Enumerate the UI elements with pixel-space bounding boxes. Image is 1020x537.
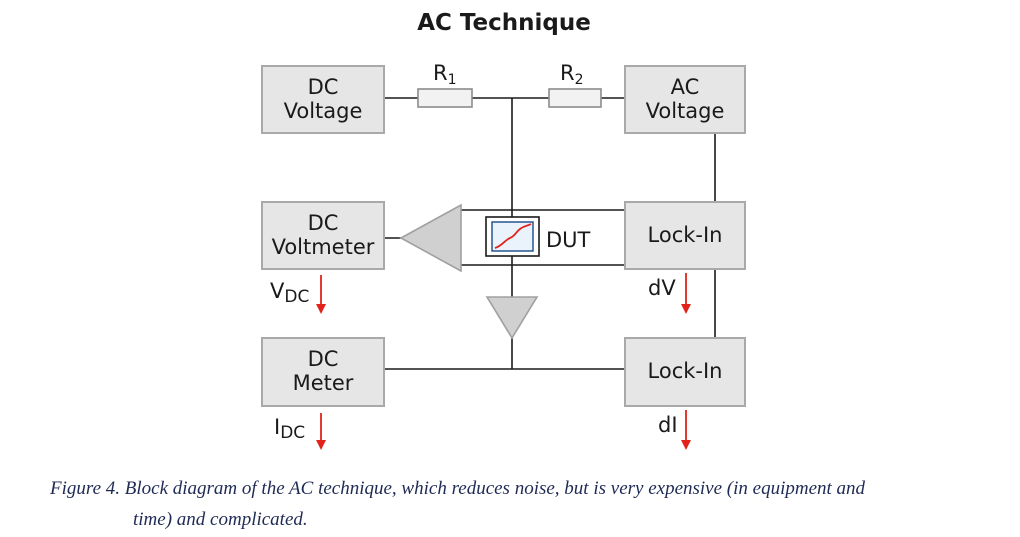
svg-text:Lock-In: Lock-In bbox=[648, 223, 723, 247]
svg-text:Voltage: Voltage bbox=[646, 99, 725, 123]
wiring bbox=[384, 97, 716, 370]
svg-text:DC: DC bbox=[308, 75, 339, 99]
vdc-output: VDC bbox=[270, 275, 326, 314]
lock-in-bottom-block: Lock-In bbox=[624, 337, 746, 407]
arrow-down-icon bbox=[681, 304, 691, 314]
arrow-down-icon bbox=[316, 440, 326, 450]
voltage-amplifier-icon bbox=[399, 203, 462, 273]
svg-text:dI: dI bbox=[658, 413, 678, 437]
arrow-down-icon bbox=[681, 440, 691, 450]
svg-text:AC: AC bbox=[671, 75, 700, 99]
svg-text:DC: DC bbox=[308, 211, 339, 235]
dut-component: DUT bbox=[485, 216, 591, 257]
current-amplifier-icon bbox=[485, 296, 539, 340]
resistor-r1 bbox=[417, 88, 473, 108]
caption-line-2: time) and complicated. bbox=[133, 509, 308, 530]
svg-text:Voltage: Voltage bbox=[284, 99, 363, 123]
arrow-down-icon bbox=[316, 304, 326, 314]
svg-text:IDC: IDC bbox=[274, 415, 305, 443]
svg-text:Voltmeter: Voltmeter bbox=[272, 235, 375, 259]
dc-voltage-block: DC Voltage bbox=[261, 65, 385, 134]
dc-voltmeter-block: DC Voltmeter bbox=[261, 201, 385, 270]
dut-label: DUT bbox=[546, 228, 591, 252]
ac-voltage-block: AC Voltage bbox=[624, 65, 746, 134]
block-diagram: AC Technique R1 R2 DC Voltage AC Voltage… bbox=[261, 10, 746, 450]
svg-text:DC: DC bbox=[308, 347, 339, 371]
resistor-r2 bbox=[548, 88, 602, 108]
caption-line-1: Figure 4. Block diagram of the AC techni… bbox=[50, 478, 866, 499]
dc-meter-block: DC Meter bbox=[261, 337, 385, 407]
svg-text:Lock-In: Lock-In bbox=[648, 359, 723, 383]
svg-text:dV: dV bbox=[648, 276, 676, 300]
idc-output: IDC bbox=[274, 413, 326, 450]
resistor-r2-label: R2 bbox=[560, 61, 584, 88]
diagram-title: AC Technique bbox=[417, 10, 591, 36]
svg-text:VDC: VDC bbox=[270, 279, 309, 307]
svg-text:Meter: Meter bbox=[293, 371, 354, 395]
resistor-r1-label: R1 bbox=[433, 61, 457, 88]
figure-caption: Figure 4. Block diagram of the AC techni… bbox=[50, 473, 980, 535]
lock-in-top-block: Lock-In bbox=[624, 201, 746, 270]
di-output: dI bbox=[658, 410, 691, 450]
dv-output: dV bbox=[648, 273, 691, 314]
